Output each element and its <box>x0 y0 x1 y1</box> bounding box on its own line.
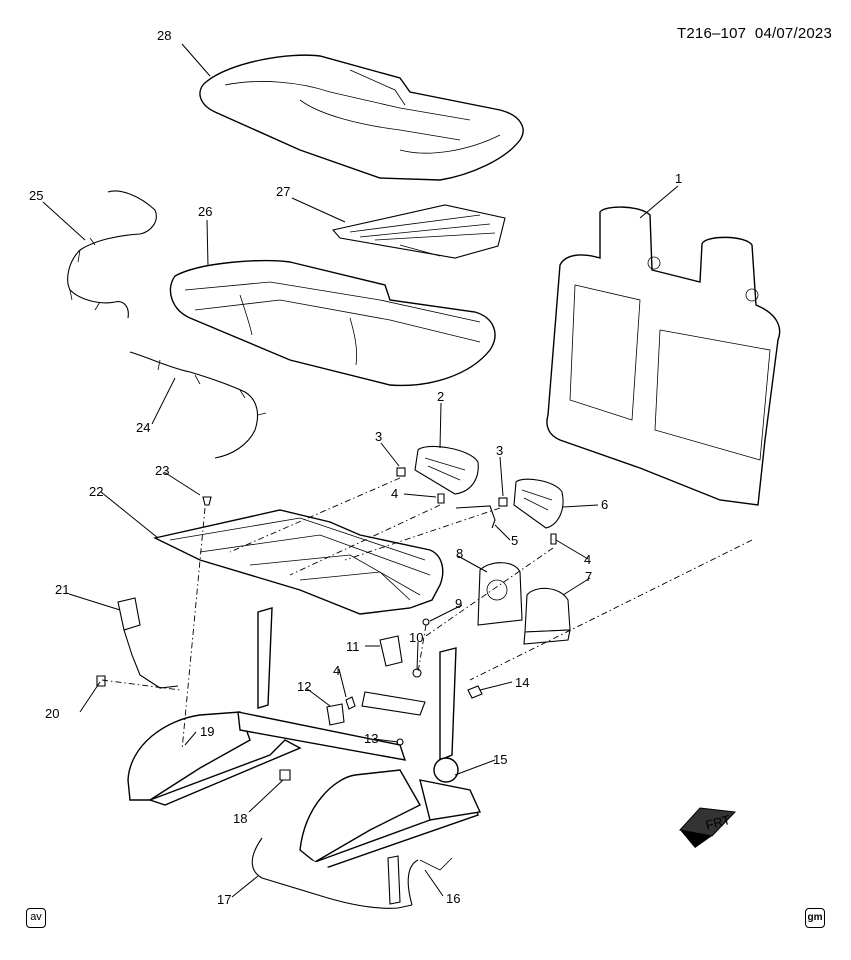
callout-10: 10 <box>409 630 423 645</box>
callout-20: 20 <box>45 706 59 721</box>
part-21-seat-belt-buckle <box>117 597 179 689</box>
reference-date: 04/07/2023 <box>754 25 832 42</box>
callout-4-upper: 4 <box>391 486 398 501</box>
callout-28: 28 <box>157 28 171 43</box>
callout-25: 25 <box>29 188 43 203</box>
callout-5: 5 <box>511 533 518 548</box>
callout-24: 24 <box>136 420 150 435</box>
part-7-cover <box>523 587 571 645</box>
leader-lines <box>42 43 679 898</box>
callout-6: 6 <box>601 497 608 512</box>
gm-logo-badge: gm <box>805 908 825 928</box>
part-15-seat-frame <box>299 647 482 871</box>
callout-3-right: 3 <box>496 443 503 458</box>
callout-9: 9 <box>455 596 462 611</box>
part-8-bracket <box>477 562 523 626</box>
callout-23: 23 <box>155 463 169 478</box>
callout-labels: 28 25 27 26 1 24 2 3 3 4 6 4 5 23 22 7 8… <box>29 28 682 907</box>
seat-frame-left <box>127 607 407 806</box>
callout-21: 21 <box>55 582 69 597</box>
part-2-hinge-cover <box>414 445 479 495</box>
direction-label: FRT <box>704 812 732 833</box>
callout-17: 17 <box>217 892 231 907</box>
part-12-clip <box>326 703 345 726</box>
callout-4-lower: 4 <box>333 663 340 678</box>
part-22-seat-pan <box>152 509 444 615</box>
part-27-pad <box>331 204 506 259</box>
callout-16: 16 <box>446 891 460 906</box>
callout-2: 2 <box>437 389 444 404</box>
callout-22: 22 <box>89 484 103 499</box>
callout-18: 18 <box>233 811 247 826</box>
part-11-seat-belt-buckle <box>361 635 426 716</box>
callout-19: 19 <box>200 724 214 739</box>
part-6-hinge-cover <box>513 478 564 529</box>
part-17-release-cable <box>251 837 419 909</box>
diagram-reference-header: T216–107 04/07/2023 <box>677 25 832 42</box>
reference-code: T216–107 <box>677 25 747 42</box>
callout-12: 12 <box>297 679 311 694</box>
callout-4-right: 4 <box>584 552 591 567</box>
callout-13: 13 <box>364 731 378 746</box>
callout-8: 8 <box>456 546 463 561</box>
av-badge: av <box>26 908 46 928</box>
part-16-strap <box>387 855 453 905</box>
front-direction-arrow-icon: FRT <box>679 807 737 848</box>
part-26-seat-cushion <box>169 259 496 387</box>
callout-27: 27 <box>276 184 290 199</box>
part-1-seat-back <box>546 206 781 506</box>
part-25-wiring-harness <box>67 190 157 319</box>
part-24-wiring-harness <box>129 351 267 459</box>
callout-1: 1 <box>675 171 682 186</box>
callout-14: 14 <box>515 675 529 690</box>
callout-7: 7 <box>585 569 592 584</box>
callout-15: 15 <box>493 752 507 767</box>
assembly-lines <box>101 477 753 751</box>
callout-3-left: 3 <box>375 429 382 444</box>
callout-11: 11 <box>346 639 360 654</box>
part-28-cushion-cover <box>199 54 524 181</box>
callout-26: 26 <box>198 204 212 219</box>
